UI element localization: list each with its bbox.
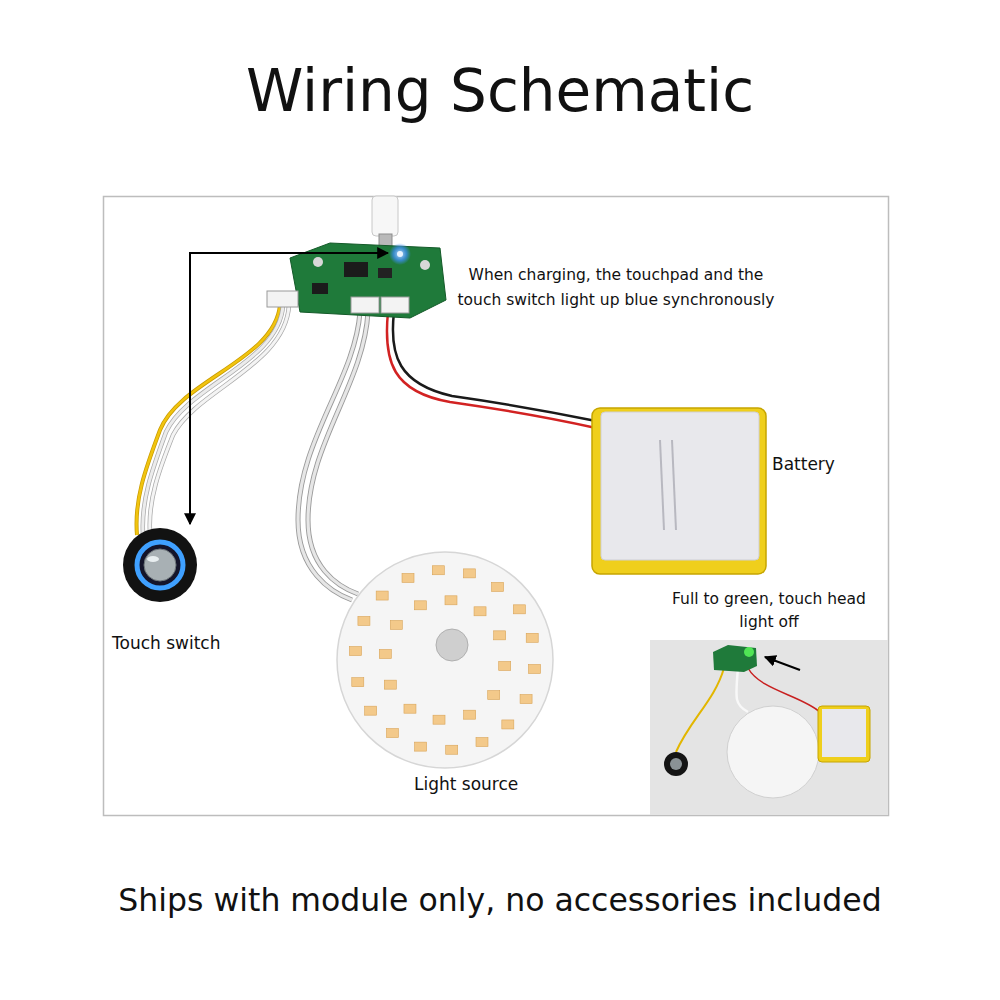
inset-green-led — [744, 647, 754, 657]
yellow-wire — [137, 305, 280, 535]
part-label: Touch switch — [112, 632, 220, 654]
red-wire — [387, 312, 596, 428]
center-hole — [436, 629, 468, 661]
touch-switch-ring — [137, 542, 183, 588]
led-chip — [432, 566, 444, 575]
connector — [267, 291, 298, 307]
inset-wire — [736, 668, 748, 712]
led-chip — [379, 650, 391, 659]
inset-arrow — [765, 657, 800, 670]
led-chip — [529, 664, 541, 673]
led-chip — [376, 591, 388, 600]
leader-arrow — [190, 252, 388, 254]
led-chip — [414, 601, 426, 610]
grey-wire — [298, 312, 360, 600]
led-chip — [349, 647, 361, 656]
connector — [381, 297, 409, 313]
grey-wire — [298, 312, 360, 600]
inset-wire — [748, 668, 820, 712]
chip — [312, 283, 328, 294]
led-chip — [404, 704, 416, 713]
inset-photo — [650, 640, 888, 815]
led-chip — [386, 729, 398, 738]
led-chip — [464, 710, 476, 719]
battery-print — [672, 440, 676, 530]
led-chip — [526, 633, 538, 642]
pcb-module — [290, 243, 446, 318]
photo-frame — [104, 197, 889, 816]
battery-face — [601, 412, 759, 560]
led-chip — [384, 680, 396, 689]
part-label: Battery — [772, 453, 835, 475]
inset-switch — [670, 758, 682, 770]
charge-led — [389, 243, 411, 265]
yellow-wire — [137, 305, 280, 535]
led-chip — [415, 742, 427, 751]
led-chip — [358, 616, 370, 625]
component — [420, 260, 430, 270]
led-chip — [390, 620, 402, 629]
white-wire — [143, 305, 283, 534]
led-chip — [402, 573, 414, 582]
touch-switch — [123, 528, 197, 602]
usb-cable — [372, 196, 398, 236]
title: Wiring Schematic — [0, 56, 1000, 126]
led-chip — [502, 720, 514, 729]
leader-arrow — [189, 252, 191, 524]
connector — [351, 297, 379, 313]
touch-pad — [144, 549, 176, 581]
led-chip — [445, 596, 457, 605]
inset-led-board — [727, 706, 819, 798]
grey-wire — [308, 312, 368, 594]
inset-wire — [676, 668, 724, 752]
led-chip — [446, 745, 458, 754]
inset-battery — [818, 706, 870, 762]
chip — [378, 268, 392, 278]
component — [313, 257, 323, 267]
battery-print — [660, 440, 664, 530]
led-chip — [499, 661, 511, 670]
led-chip — [494, 631, 506, 640]
led-chip — [488, 691, 500, 700]
battery — [592, 408, 766, 574]
part-label: When charging, the touchpad and the touc… — [452, 263, 780, 313]
led-chip — [476, 738, 488, 747]
led-chip — [352, 678, 364, 687]
grey-wire — [308, 312, 368, 594]
led-chip — [463, 569, 475, 578]
chip — [344, 262, 368, 277]
part-label: Light source — [414, 773, 518, 795]
led-chip — [365, 706, 377, 715]
led-chip — [513, 605, 525, 614]
inset-switch — [664, 752, 688, 776]
highlight — [147, 556, 159, 562]
inset-pcb — [713, 645, 757, 672]
black-wire — [393, 312, 596, 421]
led-chip — [492, 582, 504, 591]
white-wire — [143, 305, 283, 534]
caption: Ships with module only, no accessories i… — [0, 878, 1000, 922]
led-chip — [433, 715, 445, 724]
part-label: Full to green, touch head light off — [662, 588, 876, 634]
inset-battery-face — [822, 709, 866, 757]
led-board — [337, 552, 553, 768]
led-chip — [520, 695, 532, 704]
led-chip — [474, 607, 486, 616]
charge-led — [397, 251, 403, 257]
